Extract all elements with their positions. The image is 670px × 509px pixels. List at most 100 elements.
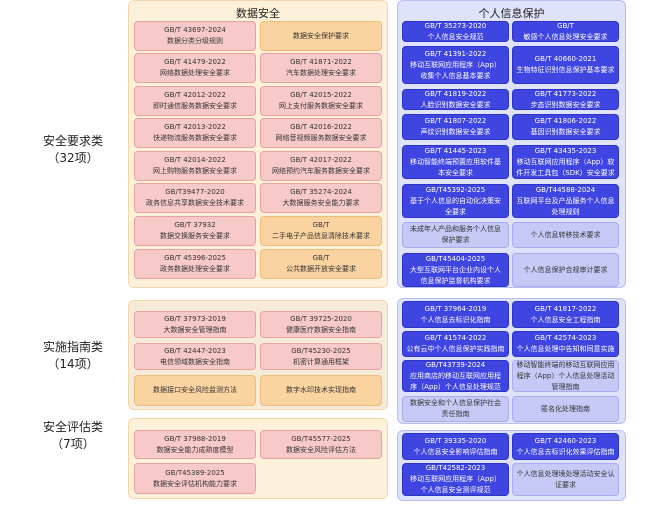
- standard-title: 机密计算通用框架: [293, 357, 349, 366]
- standard-title: 公有云中个人信息保护实践指南: [406, 345, 505, 353]
- standard-code: GB/T 41445-2023: [424, 146, 487, 155]
- standard-title: 保护要求: [441, 236, 470, 244]
- standard-code: GB/T39477-2020: [165, 188, 225, 196]
- standard-code: GB/T 42017-2022: [290, 156, 352, 164]
- standard-title: 移动智能终端的移动互联网应用: [516, 360, 615, 369]
- standard-code: GB/T43739-2024: [425, 360, 486, 369]
- standard-code: GB/T 41391-2022: [424, 49, 487, 58]
- standard-box: GB/T 42574-2023 个人信息处理中告知和同意实施: [512, 331, 619, 357]
- standard-code: GB/T 41806-2022: [534, 117, 597, 125]
- standard-box: GB/T 35274-2024 大数据服务安全能力要求: [260, 183, 382, 213]
- standard-box: GB/T 41445-2023 移动智能终端预置应用软件基本安全要求: [402, 145, 509, 179]
- standard-code: GB/T45230-2025: [291, 346, 351, 355]
- standard-title: 本安全要求: [438, 168, 473, 177]
- standard-title: 个人信息处理境处理活动安全认: [516, 469, 615, 478]
- standard-code: GB/T 41819-2022: [424, 89, 487, 98]
- standard-title: 信息保护监督机构要求: [420, 276, 491, 285]
- standard-title: 大数据服务安全能力要求: [282, 199, 360, 207]
- standard-box: 个人信息转移技术要求: [512, 222, 619, 248]
- standard-title: 数据安全保护要求: [293, 31, 349, 40]
- standard-title: 个人信息保护合规审计要求: [523, 265, 608, 274]
- standard-title: 生物特征识别信息保护基本要求: [516, 66, 615, 74]
- standard-title: 未成年人产品和服务个人信息: [410, 225, 501, 233]
- standard-code: GB/T 39335-2020: [424, 436, 487, 445]
- standard-box: GB/T 41819-2022 人脸识别数据安全要求: [402, 89, 509, 110]
- standard-box: 数字水印技术实现指南: [260, 375, 382, 406]
- standard-title: 大型互联网平台企业内设个人: [410, 265, 501, 274]
- standard-code: GB/T42582-2023: [425, 464, 486, 472]
- standard-title: 敏感个人信息处理安全要求: [523, 32, 608, 41]
- standard-title: 数据安全评估机构能力要求: [153, 479, 237, 488]
- standard-code: GB/T 37988-2019: [164, 434, 226, 443]
- standard-box: GB/T 41806-2022 基因识别数据安全要求: [512, 114, 619, 140]
- standard-code: GB/T 41817-2022: [534, 304, 597, 313]
- standard-box: 匿名化处理指南: [512, 396, 619, 422]
- standard-title: 网络音视频服务数据安全要求: [275, 134, 367, 142]
- row-label-requirements: 安全要求类 （32项）: [18, 133, 128, 167]
- standard-code: GB/T 41773-2022: [534, 89, 597, 98]
- row-label-evaluation: 安全评估类 （7项）: [18, 419, 128, 453]
- standard-title: 网上购物服务数据安全要求: [153, 167, 237, 175]
- standard-title: 基因识别数据安全要求: [530, 128, 601, 136]
- standard-title: 大数据安全管理指南: [163, 325, 227, 334]
- standard-code: GB/T 41871-2022: [290, 58, 352, 66]
- row-label-text: 实施指南类: [42, 340, 103, 354]
- standard-code: GB/T 41807-2022: [424, 117, 487, 125]
- standard-title: 序（App）个人信息处理规范: [410, 382, 501, 391]
- standard-code: GB/T 42015-2022: [290, 91, 352, 99]
- standard-title: 个人信息安全工程指南: [530, 315, 601, 324]
- standard-code: GB/T 41479-2022: [164, 58, 226, 66]
- standard-title: 匿名化处理指南: [541, 404, 590, 413]
- standard-code: GB/T 35274-2024: [290, 188, 352, 196]
- standard-title: 个人信息去标识化效果评估指南: [516, 447, 615, 456]
- standard-title: 移动互联网应用程序（App）: [410, 60, 501, 69]
- standard-title: 证要求: [555, 480, 576, 489]
- standard-title: 网络预约汽车服务数据安全要求: [272, 167, 370, 175]
- standard-code: GB/T 42012-2022: [164, 91, 226, 99]
- standard-box: 数据接口安全风险监测方法: [134, 375, 256, 406]
- standard-title: 个人信息去标识化指南: [420, 315, 491, 324]
- standard-box: GB/T 42017-2022 网络预约汽车服务数据安全要求: [260, 151, 382, 181]
- standard-box: GB/T 41479-2022 网络数据处理安全要求: [134, 53, 256, 83]
- row-label-count: （14项）: [47, 357, 99, 371]
- row-label-text: 安全要求类: [42, 134, 103, 148]
- standard-title: 数据安全和个人信息保护社会: [410, 399, 501, 407]
- standard-box: GB/T 41817-2022 个人信息安全工程指南: [512, 301, 619, 328]
- standard-title: 数据接口安全风险监测方法: [153, 386, 237, 394]
- standard-code: GB/T 41574-2022: [424, 334, 487, 342]
- standard-title: 个人信息处理中告知和同意实施: [516, 345, 615, 353]
- standard-title: 数据安全风险评估方法: [286, 445, 356, 454]
- standard-title: 人脸识别数据安全要求: [420, 100, 491, 109]
- standard-code: GB/T45389-2025: [165, 468, 225, 477]
- personal-info-header: 个人信息保护: [478, 7, 545, 20]
- standard-code: GB/T 42014-2022: [164, 156, 226, 164]
- standard-code: GB/T44588-2024: [535, 185, 596, 194]
- standard-title: 声纹识别数据安全要求: [420, 128, 491, 136]
- standard-title: 数据交换服务安全要求: [160, 232, 230, 240]
- standard-title: 移动智能终端预置应用软件基: [410, 157, 501, 166]
- standard-title: 网络数据处理安全要求: [160, 69, 230, 77]
- standard-title: 二手电子产品信息清除技术要求: [272, 232, 370, 240]
- row-label-count: （7项）: [51, 437, 95, 451]
- standard-code: GB/T45392-2025: [425, 185, 486, 194]
- standard-code: GB/T 42574-2023: [534, 334, 597, 342]
- standard-title: 个人信息安全测评规范: [420, 486, 491, 494]
- standard-title: 数据安全能力成熟度模型: [156, 445, 234, 454]
- standard-title: 快递物流服务数据安全要求: [153, 134, 237, 142]
- standard-title: 程序（App）个人信息处理活动: [516, 371, 615, 380]
- standard-title: 基于个人信息的自动化决策安: [410, 196, 501, 205]
